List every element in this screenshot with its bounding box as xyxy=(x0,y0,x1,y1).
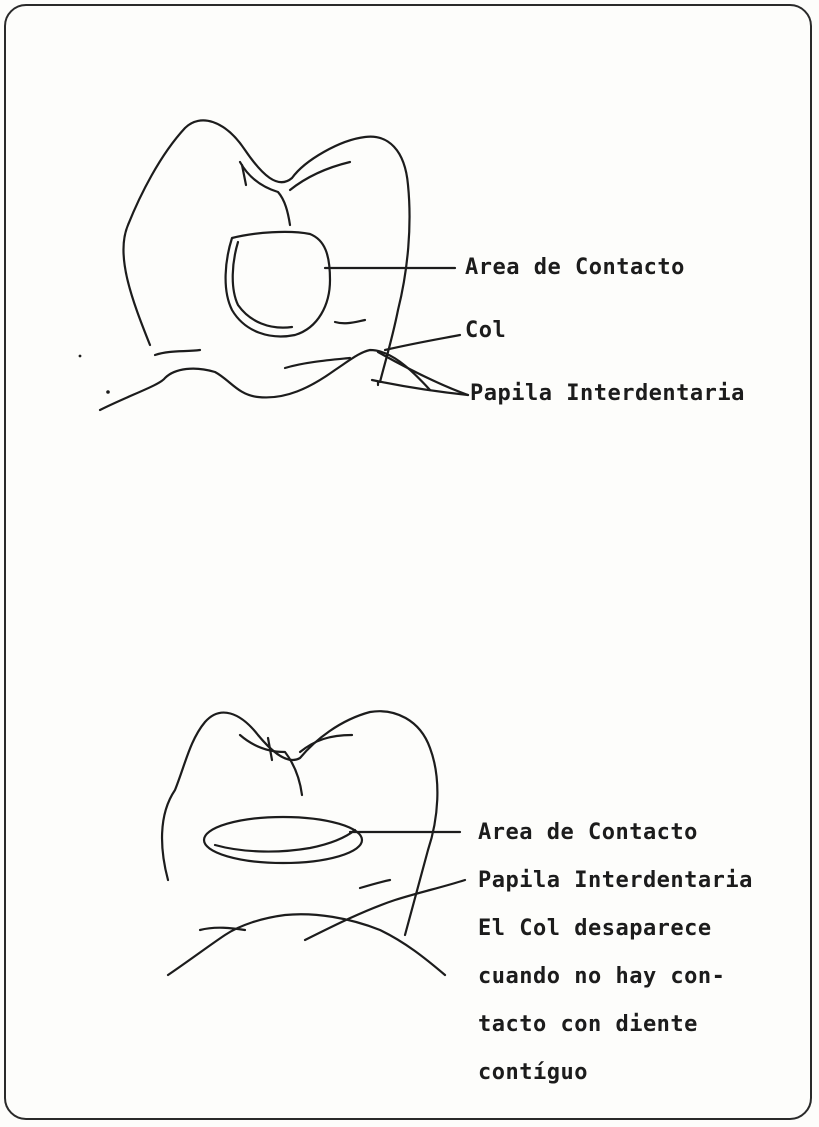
fissure-bottom-1 xyxy=(240,735,302,795)
gum-line-bottom xyxy=(168,914,445,975)
label-col: Col xyxy=(465,320,506,342)
label-area-de-contacto-top: Area de Contacto xyxy=(465,257,685,279)
label-area-de-contacto-bottom: Area de Contacto xyxy=(478,822,698,844)
mark-4 xyxy=(200,928,245,930)
gum-line-bottom-2 xyxy=(305,880,465,940)
label-papila-interdentaria-bottom: Papila Interdentaria xyxy=(478,870,753,892)
note-line-3: tacto con diente xyxy=(478,1014,698,1036)
note-line-2: cuando no hay con- xyxy=(478,966,725,988)
mark-3 xyxy=(360,880,390,888)
label-papila-interdentaria-top: Papila Interdentaria xyxy=(470,383,745,405)
tooth-outline-bottom xyxy=(162,711,437,935)
note-line-4: contíguo xyxy=(478,1062,588,1084)
note-line-1: El Col desaparece xyxy=(478,918,712,940)
contact-area-bottom-inner xyxy=(215,830,355,852)
